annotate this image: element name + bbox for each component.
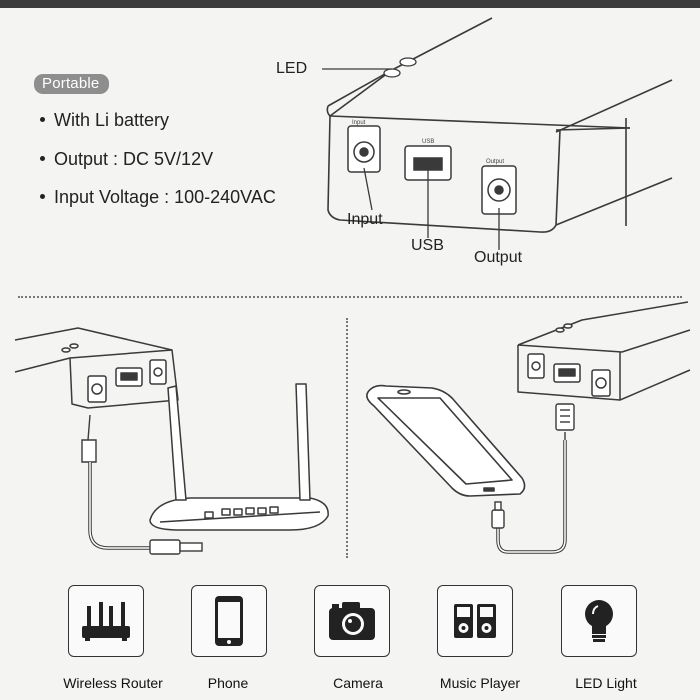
input-leader [363,167,373,211]
section-divider [18,296,682,298]
device-ports [347,125,517,215]
led-dot [399,57,417,67]
smartphone-illustration [366,384,526,497]
dc-cable [81,414,203,555]
use-tile-camera [314,585,390,657]
top-border [0,0,700,8]
use-tile-phone [191,585,267,657]
port-label-output: Output [486,159,504,165]
portable-badge: Portable [34,74,110,94]
light-bulb-icon [585,600,613,642]
callout-lines [322,68,500,250]
callout-led: LED [276,60,308,77]
use-label: Music Player [439,675,521,691]
spec-item: Input Voltage : 100-240VAC [40,187,276,208]
music-player-icon [454,604,496,638]
led-dot [383,68,401,78]
spec-text: Output : DC 5V/12V [54,149,214,169]
phone-icon [215,596,243,646]
use-tile-led-light [561,585,637,657]
port-label-input: Input [352,120,366,126]
router-illustration [149,383,329,531]
spec-text: With Li battery [54,110,170,130]
spec-text: Input Voltage : 100-240VAC [54,187,276,207]
bullet [40,193,45,199]
use-label: Phone [207,675,249,691]
scene-divider [346,318,348,558]
use-label: LED Light [575,675,637,691]
callout-input: Input [347,211,383,228]
spec-item: With Li battery [40,110,169,131]
use-label: Camera [333,675,383,691]
port-label-usb: USB [422,139,434,145]
use-tile-music-player [437,585,513,657]
router-icon [82,602,130,641]
use-tile-wireless-router [68,585,144,657]
spec-item: Output : DC 5V/12V [40,149,213,170]
power-bank-small-left [14,327,179,409]
camera-icon [329,602,375,640]
led-indicators [383,57,417,78]
bullet [40,155,45,161]
use-label: Wireless Router [63,675,163,691]
usb-cable [491,403,575,554]
callout-usb: USB [411,237,444,254]
bullet [40,116,45,122]
power-bank-small-right [517,301,691,401]
callout-output: Output [474,249,523,266]
usb-port-slot [413,157,443,171]
